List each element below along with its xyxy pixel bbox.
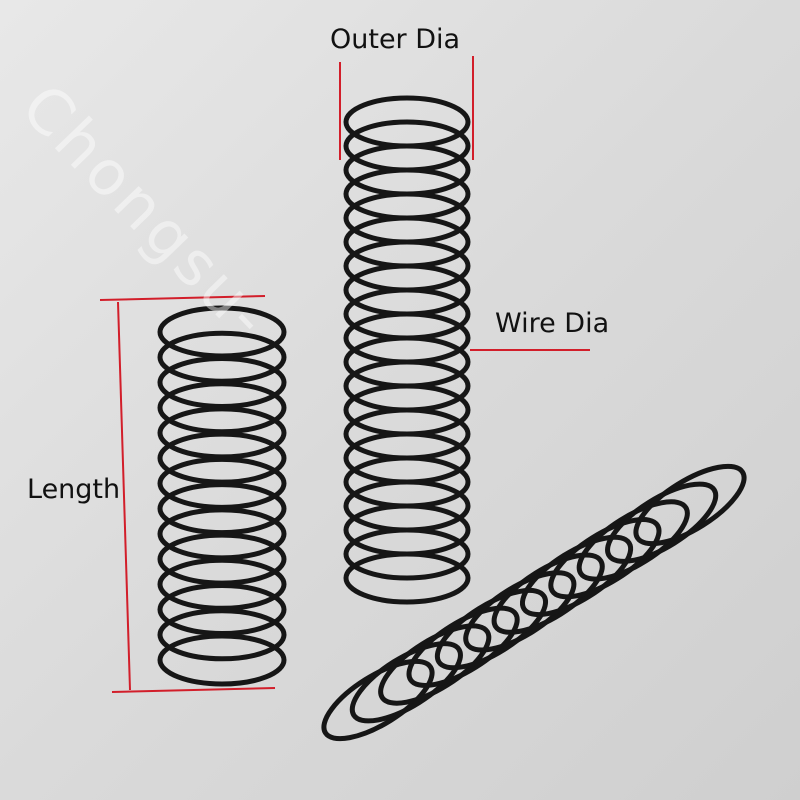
coil-turn (548, 517, 662, 600)
coil-turn (605, 481, 719, 564)
spring-short (157, 305, 287, 687)
coil-turn (321, 658, 435, 742)
coil-turn (463, 570, 577, 653)
coil-turn (343, 527, 471, 581)
dimension-lines (99, 56, 590, 693)
coil-turn (633, 463, 747, 547)
coil-turn (406, 605, 520, 688)
length-vertical (117, 301, 131, 691)
length-label: Length (27, 474, 121, 505)
coil-turn (576, 499, 690, 582)
length-top-tick (99, 295, 266, 301)
coil-turn (434, 587, 549, 671)
outer-dia-label: Outer Dia (330, 24, 461, 55)
coil-turn (349, 641, 463, 724)
spring-tall (343, 95, 471, 605)
coil-turn (343, 551, 471, 605)
coil-turn (157, 633, 287, 687)
coil-turn (491, 552, 605, 635)
length-bottom-tick (111, 687, 276, 693)
coil-turn (519, 534, 634, 618)
coil-turn (378, 623, 492, 706)
coil-turn (157, 608, 287, 662)
wire-dia-label: Wire Dia (495, 308, 610, 339)
spring-lying (321, 463, 747, 742)
